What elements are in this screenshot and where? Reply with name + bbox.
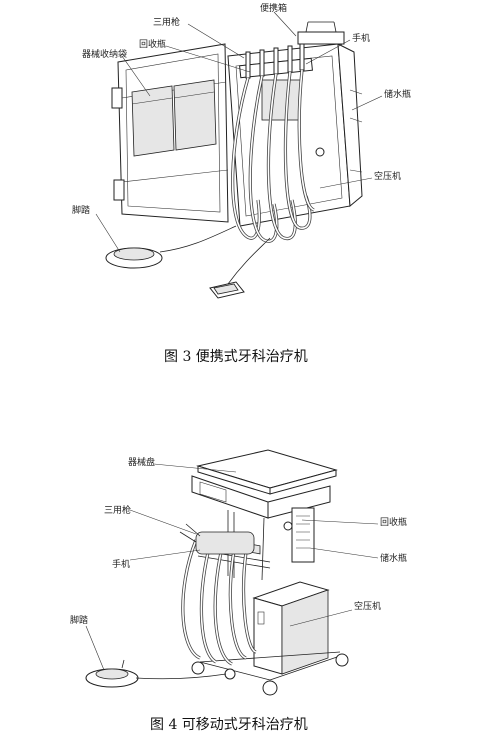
- mobile-unit-drawing: [85, 449, 379, 696]
- label-water-bottle: 储水瓶: [384, 90, 412, 100]
- label-instrument-bag: 器械收纳袋: [82, 50, 128, 60]
- hoses-fig4: [181, 539, 257, 666]
- label-recovery-bottle: 回收瓶: [380, 518, 408, 528]
- cart-base: [191, 651, 349, 696]
- foot-pedal-fig4: [85, 659, 227, 688]
- label-three-way-syringe: 三用枪: [104, 506, 132, 516]
- instrument-tray: [191, 449, 338, 555]
- leader-lines-fig3: [95, 11, 383, 253]
- label-air-compressor: 空压机: [354, 602, 382, 612]
- label-instrument-tray: 器械盘: [128, 458, 156, 468]
- label-recovery-bottle: 回收瓶: [139, 40, 167, 50]
- label-water-bottle: 储水瓶: [380, 554, 408, 564]
- label-foot-pedal: 脚踏: [72, 206, 91, 216]
- label-air-compressor: 空压机: [374, 172, 402, 182]
- label-three-way-syringe: 三用枪: [153, 18, 181, 28]
- label-foot-pedal: 脚踏: [70, 616, 89, 626]
- label-handpiece: 手机: [112, 560, 131, 570]
- figure-4-caption: 图 4 可移动式牙科治疗机: [150, 717, 308, 733]
- label-handpiece: 手机: [352, 34, 371, 44]
- figure-3-caption: 图 3 便携式牙科治疗机: [164, 349, 308, 365]
- label-carry-case: 便携箱: [260, 4, 288, 14]
- leader-lines-fig4: [85, 463, 379, 671]
- handpieces-fig4: [179, 523, 255, 555]
- instrument-bag: [131, 79, 217, 157]
- figure-3-portable-dental-unit: 便携箱 三用枪 回收瓶 器械收纳袋 手机 储水瓶 空压机 脚踏 图 3 便携式牙…: [72, 4, 412, 365]
- portable-unit-drawing: [95, 11, 383, 299]
- figure-4-mobile-dental-unit: 器械盘 三用枪 回收瓶 手机 储水瓶 空压机 脚踏 图 4 可移动式牙科治疗机: [0, 430, 487, 740]
- foot-pedal-fig3: [105, 225, 271, 299]
- compressor-box: [252, 581, 330, 675]
- hoses: [231, 69, 315, 243]
